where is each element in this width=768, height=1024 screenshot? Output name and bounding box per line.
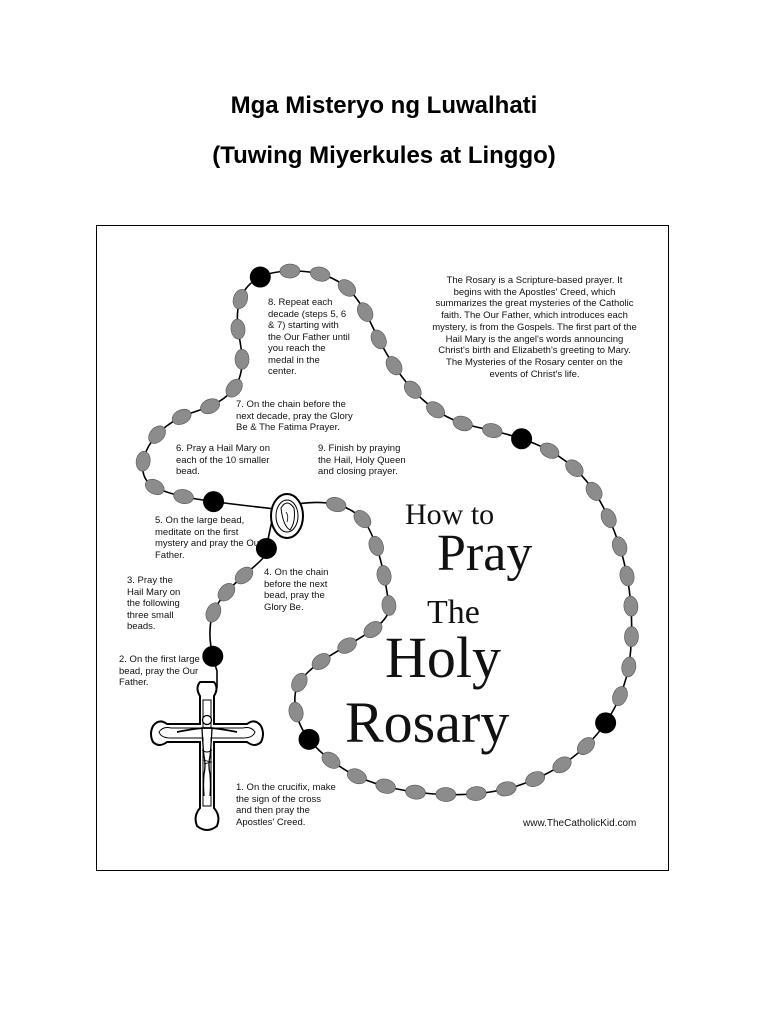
hail-mary-bead [366, 534, 386, 557]
hail-mary-bead [481, 421, 504, 439]
hail-mary-bead [198, 396, 222, 417]
our-father-bead [299, 729, 320, 750]
step-6-text: 6. Pray a Hail Mary on each of the 10 sm… [176, 443, 288, 478]
hail-mary-bead [287, 701, 305, 724]
hail-mary-bead [375, 564, 393, 586]
hail-mary-bead [325, 495, 348, 513]
hail-mary-bead [354, 300, 376, 324]
step-7-text: 7. On the chain before the next decade, … [236, 399, 364, 434]
step-5-text: 5. On the large bead, meditate on the fi… [155, 515, 269, 561]
hail-mary-bead [172, 488, 194, 506]
heading-pray: Pray [437, 524, 532, 583]
hail-mary-bead [368, 327, 390, 351]
hail-mary-bead [523, 769, 547, 790]
heading-rosary: Rosary [345, 689, 509, 756]
hail-mary-bead [309, 650, 333, 673]
hail-mary-bead [610, 684, 630, 708]
hail-mary-bead [309, 265, 332, 283]
step-4-text: 4. On the chain before the next bead, pr… [264, 567, 349, 613]
hail-mary-bead [235, 349, 249, 369]
hail-mary-bead [624, 626, 639, 646]
hail-mary-bead [381, 595, 397, 616]
hail-mary-bead [620, 656, 637, 678]
hail-mary-bead [423, 398, 447, 421]
hail-mary-bead [170, 406, 194, 427]
hail-mary-bead [451, 414, 474, 434]
our-father-bead [595, 712, 616, 733]
hail-mary-bead [537, 440, 561, 462]
page-title-line-1: Mga Misteryo ng Luwalhati [0, 92, 768, 120]
hail-mary-bead [495, 780, 518, 798]
hail-mary-bead [583, 479, 606, 503]
hail-mary-bead [618, 565, 636, 587]
rosary-illustration: The Rosary is a Scripture-based prayer. … [96, 225, 669, 871]
mary-medal-icon [271, 494, 303, 538]
hail-mary-bead [345, 766, 369, 787]
heading-holy: Holy [385, 624, 501, 691]
hail-mary-bead [623, 596, 638, 617]
hail-mary-bead [350, 507, 374, 531]
step-9-text: 9. Finish by praying the Hail, Holy Quee… [318, 443, 413, 478]
our-father-bead [511, 428, 532, 449]
hail-mary-bead [230, 318, 246, 340]
hail-mary-bead [135, 450, 152, 472]
hail-mary-bead [231, 287, 251, 310]
our-father-bead [250, 267, 271, 288]
our-father-bead [202, 646, 223, 667]
rosary-intro-text: The Rosary is a Scripture-based prayer. … [432, 275, 637, 380]
our-father-bead [203, 491, 224, 512]
step-1-text: 1. On the crucifix, make the sign of the… [236, 782, 338, 828]
hail-mary-bead [610, 535, 629, 558]
hail-mary-bead [335, 635, 359, 657]
step-2-text: 2. On the first large bead, pray the Our… [119, 654, 201, 689]
hail-mary-bead [405, 784, 427, 801]
hail-mary-bead [436, 787, 456, 801]
hail-mary-bead [203, 601, 223, 625]
hail-mary-bead [466, 786, 487, 802]
hail-mary-bead [550, 753, 574, 776]
hail-mary-bead [374, 777, 397, 796]
hail-mary-bead [598, 506, 619, 530]
hail-mary-bead [383, 353, 406, 377]
step-8-text: 8. Repeat each decade (steps 5, 6 & 7) s… [268, 297, 350, 378]
page-title-line-2: (Tuwing Miyerkules at Linggo) [0, 142, 768, 170]
website-credit: www.TheCatholicKid.com [523, 818, 636, 829]
hail-mary-bead [280, 264, 300, 279]
step-3-text: 3. Pray the Hail Mary on the following t… [127, 575, 187, 633]
